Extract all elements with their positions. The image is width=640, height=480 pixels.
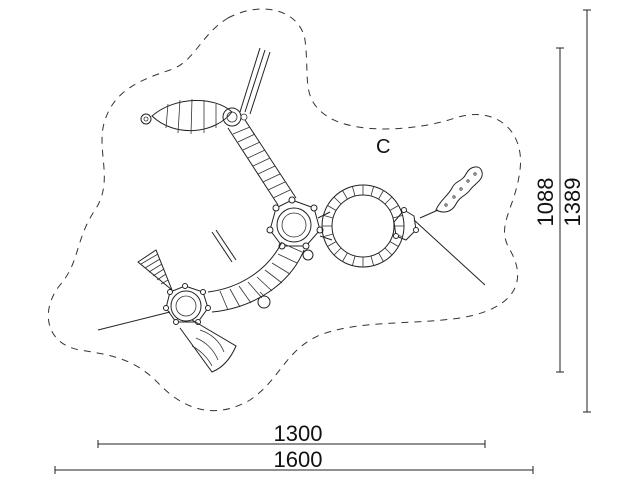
ladder-bridge	[227, 119, 297, 206]
inner-width-label: 1300	[274, 421, 323, 446]
lower-slide	[179, 319, 237, 373]
zone-label: C	[376, 136, 390, 158]
central-tower	[266, 196, 324, 261]
outer-height-label: 1389	[560, 178, 585, 227]
outer-width-label: 1600	[274, 447, 323, 472]
tower-ring-connector	[317, 211, 333, 241]
oval-climber	[140, 98, 248, 135]
vertical-dimensions	[556, 9, 591, 413]
safety-zone-outline	[47, 8, 522, 412]
horizontal-dimensions	[54, 440, 534, 474]
left-rope	[97, 311, 171, 331]
triangle-net	[137, 249, 173, 291]
right-platform	[393, 207, 486, 286]
top-poles	[239, 47, 271, 115]
inner-height-label: 1088	[533, 178, 558, 227]
lower-tower	[163, 283, 211, 325]
curved-bridge	[207, 229, 305, 313]
wavy-climber	[435, 166, 483, 213]
big-ring	[321, 184, 405, 268]
